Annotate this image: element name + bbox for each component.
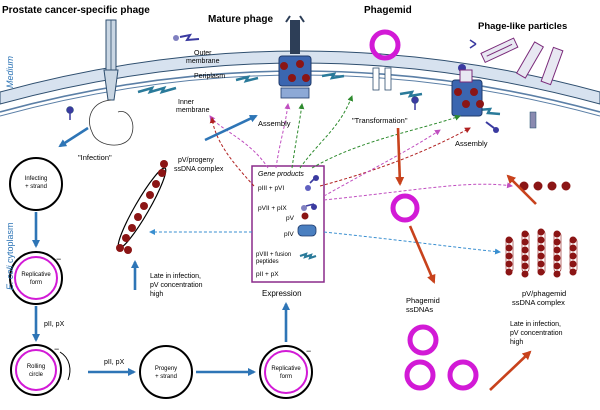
minus-sign-3: − [306,346,311,356]
free-pv-dots [519,181,571,191]
gene-products-title: Gene products [258,171,304,178]
prostate-phage-injection [89,19,134,146]
gene-product-pII-pX: pII + pX [256,271,279,278]
progeny-strand-label: Progeny+ strand [155,366,177,380]
pII-pX-label-1: pII, pX [44,321,65,328]
gene-product-pVII-pIX: pVII + pIX [258,205,287,212]
cytoplasm-label: E. coli cytoplasm [5,222,15,290]
title-phage-like-particles: Phage-like particles [478,21,567,32]
replicative-form-node [9,251,63,305]
gene-product-pIV: pIV [284,231,294,238]
title-prostate-phage: Prostate cancer-specific phage [2,5,150,16]
membrane-proteins [66,72,537,129]
minus-sign-1: − [56,254,61,264]
phage-like-particles [451,37,564,133]
membrane-pore [372,67,392,91]
phagemid-ss-ring-2 [404,359,436,391]
gene-product-pV: pV [286,215,295,222]
dashed-pathways [149,95,513,255]
gene-product-pIII-pVI: pIII + pVI [258,185,284,192]
phagemid-ss-ring-3 [447,359,479,391]
progeny-strand-node [139,345,193,399]
periplasm-label: Periplasm [194,73,225,80]
phagemid-ss-ring-1 [407,324,439,356]
gene-products-box [251,165,325,283]
title-mature-phage: Mature phage [208,14,273,25]
replicative-form-node-b [259,345,313,399]
pv-progeny-complex [116,160,168,254]
phagemid-ring-mid [390,193,420,223]
assembly-label-right: Assembly [455,139,488,148]
mature-phage-assembly [278,15,312,99]
pII-pX-label-2: pII, pX [104,359,125,366]
pv-phagemid-complex [505,228,578,278]
orange-arrows [395,127,537,391]
assembly-label-left: Assembly [258,119,291,128]
expression-label: Expression [262,289,302,298]
minus-sign-2: − [54,344,59,354]
free-phage-icon [173,33,200,42]
infecting-strand-label: Infecting+ strand [25,176,48,190]
rolling-circle-node [10,344,71,396]
infecting-strand-node [9,157,63,211]
blue-arrows [32,114,290,376]
infection-label: "Infection" [78,153,112,162]
phagemid-ring-top [369,29,401,61]
transformation-label: "Transformation" [352,116,408,125]
title-phagemid: Phagemid [364,5,412,16]
medium-label: Medium [5,55,15,88]
